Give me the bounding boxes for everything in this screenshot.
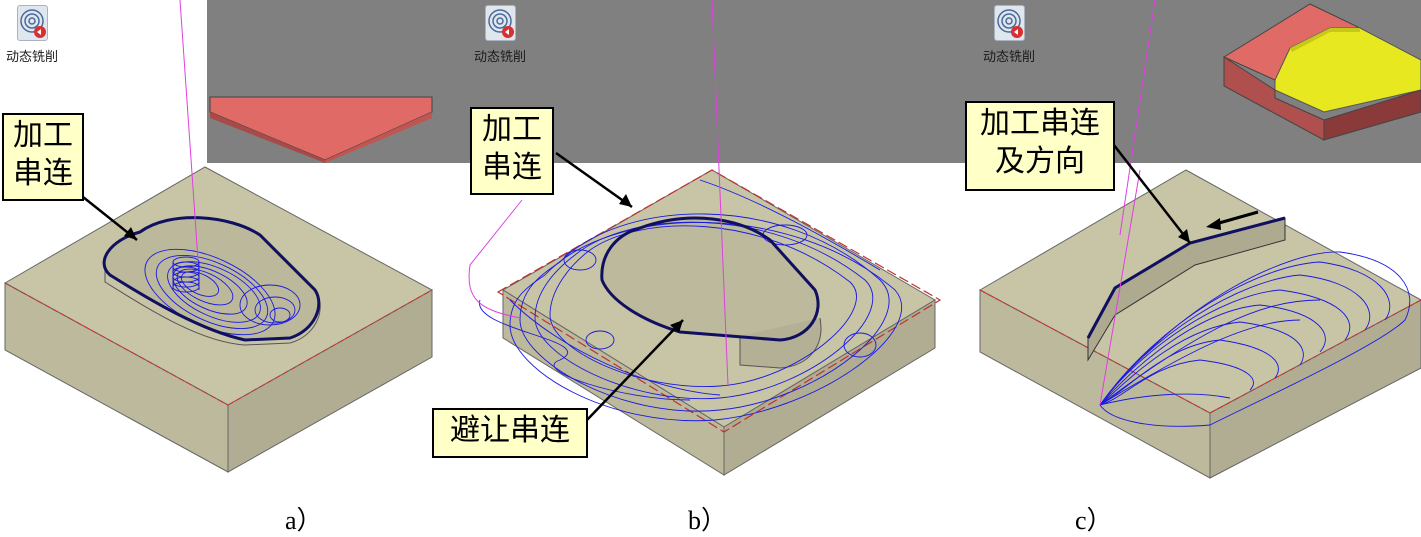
dynamic-milling-label: 动态铣削 bbox=[473, 50, 526, 65]
dynamic-milling-button-c[interactable]: 动态铣削 bbox=[977, 2, 1041, 74]
dynamic-milling-button-b[interactable]: 动态铣削 bbox=[468, 2, 532, 74]
callout-line: 串连 bbox=[13, 156, 73, 191]
panel-a-stock-preview bbox=[209, 96, 433, 163]
callout-line: 加工 bbox=[13, 118, 73, 153]
panel-b-callout-bottom: 避让串连 bbox=[432, 408, 588, 458]
panel-a-workpiece bbox=[3, 0, 434, 473]
panel-c-workpiece bbox=[978, 0, 1421, 479]
viewport-background-band bbox=[207, 0, 1421, 163]
panel-a-callout: 加工 串连 bbox=[2, 113, 84, 201]
dynamic-milling-spiral-icon bbox=[17, 5, 48, 41]
callout-line: 加工 bbox=[482, 112, 542, 147]
panel-c-stock-preview bbox=[1222, 3, 1421, 141]
panel-a-caption: a） bbox=[285, 506, 323, 535]
dynamic-milling-label: 动态铣削 bbox=[982, 50, 1035, 65]
panel-b-workpiece bbox=[468, 0, 942, 476]
callout-line: 串连 bbox=[482, 150, 542, 185]
dynamic-milling-button-a[interactable]: 动态铣削 bbox=[0, 2, 64, 74]
dynamic-milling-spiral-icon bbox=[485, 5, 516, 41]
panel-b-callout-top: 加工 串连 bbox=[470, 107, 554, 195]
callout-line: 加工串连 bbox=[980, 106, 1100, 141]
dynamic-milling-label: 动态铣削 bbox=[5, 50, 58, 65]
panel-b-caption: b） bbox=[688, 506, 728, 535]
callout-line: 及方向 bbox=[995, 144, 1085, 179]
panel-c-caption: c） bbox=[1075, 506, 1113, 535]
dynamic-milling-spiral-icon bbox=[994, 5, 1025, 41]
callout-line: 避让串连 bbox=[450, 413, 570, 448]
panel-c-callout: 加工串连 及方向 bbox=[965, 101, 1115, 191]
